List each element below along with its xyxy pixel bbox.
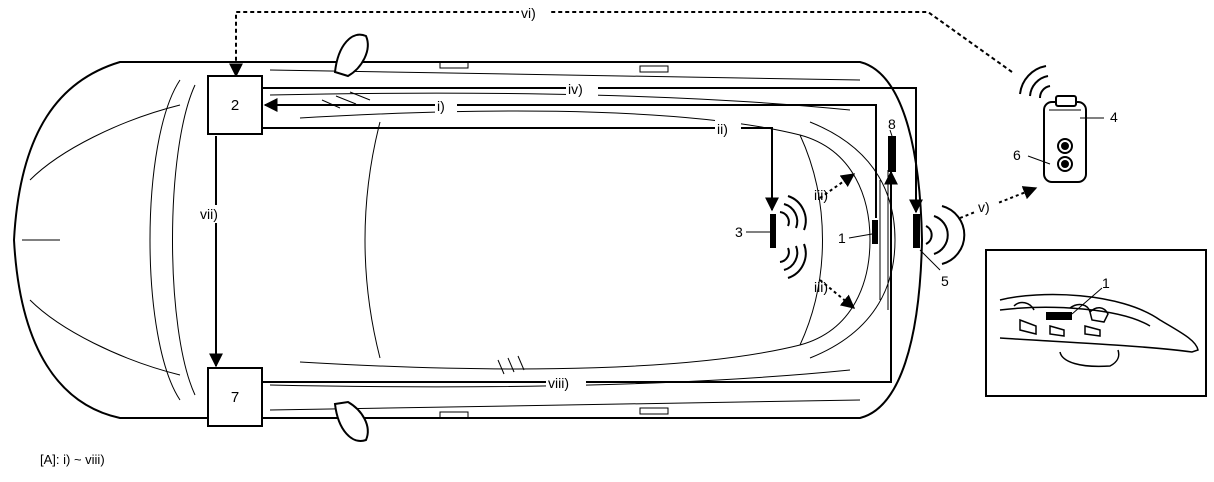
control-module-7: 7 — [207, 367, 263, 427]
radio-waves — [779, 65, 1051, 279]
label-5: 5 — [941, 273, 949, 289]
label-6: 6 — [1013, 147, 1021, 163]
signal-viii: viii) — [548, 375, 569, 391]
control-module-2: 2 — [207, 75, 263, 135]
signal-vi-dashed-line — [229, 11, 1013, 78]
label-4: 4 — [1110, 109, 1118, 125]
side-mirrors — [333, 33, 369, 442]
car-details — [22, 61, 896, 419]
antenna-3 — [770, 214, 776, 248]
signal-iv: iv) — [568, 81, 583, 97]
label-2: 2 — [231, 97, 239, 114]
signal-vi: vi) — [521, 5, 536, 21]
label-7: 7 — [231, 389, 239, 406]
signal-iii-top-arrow — [819, 173, 856, 199]
label-3: 3 — [735, 224, 743, 240]
component-1-marker — [872, 220, 878, 244]
signal-v: v) — [978, 199, 990, 215]
component-8-marker — [888, 136, 896, 172]
signal-v-dotted-line — [959, 186, 1038, 219]
signal-vii: vii) — [200, 206, 218, 222]
inset-detail: 1 — [985, 249, 1207, 397]
key-fob — [1043, 95, 1087, 183]
inset-label-1: 1 — [1102, 275, 1110, 291]
footnote: [A]: i) ~ viii) — [40, 452, 105, 467]
signal-ii: ii) — [717, 121, 728, 137]
component-5-marker — [913, 214, 920, 248]
signal-iii-top: iii) — [814, 187, 828, 203]
signal-wiring — [209, 87, 923, 383]
signal-iii-bottom-arrow — [819, 279, 856, 309]
leader-lines — [746, 117, 1104, 271]
signal-labels: vi) iv) i) ii) vii) viii) iii) iii) v) — [196, 4, 998, 391]
signal-iii-bottom: iii) — [814, 279, 828, 295]
label-8: 8 — [888, 116, 896, 132]
label-1: 1 — [838, 230, 846, 246]
car-outline — [12, 61, 924, 419]
signal-i: i) — [437, 98, 445, 114]
